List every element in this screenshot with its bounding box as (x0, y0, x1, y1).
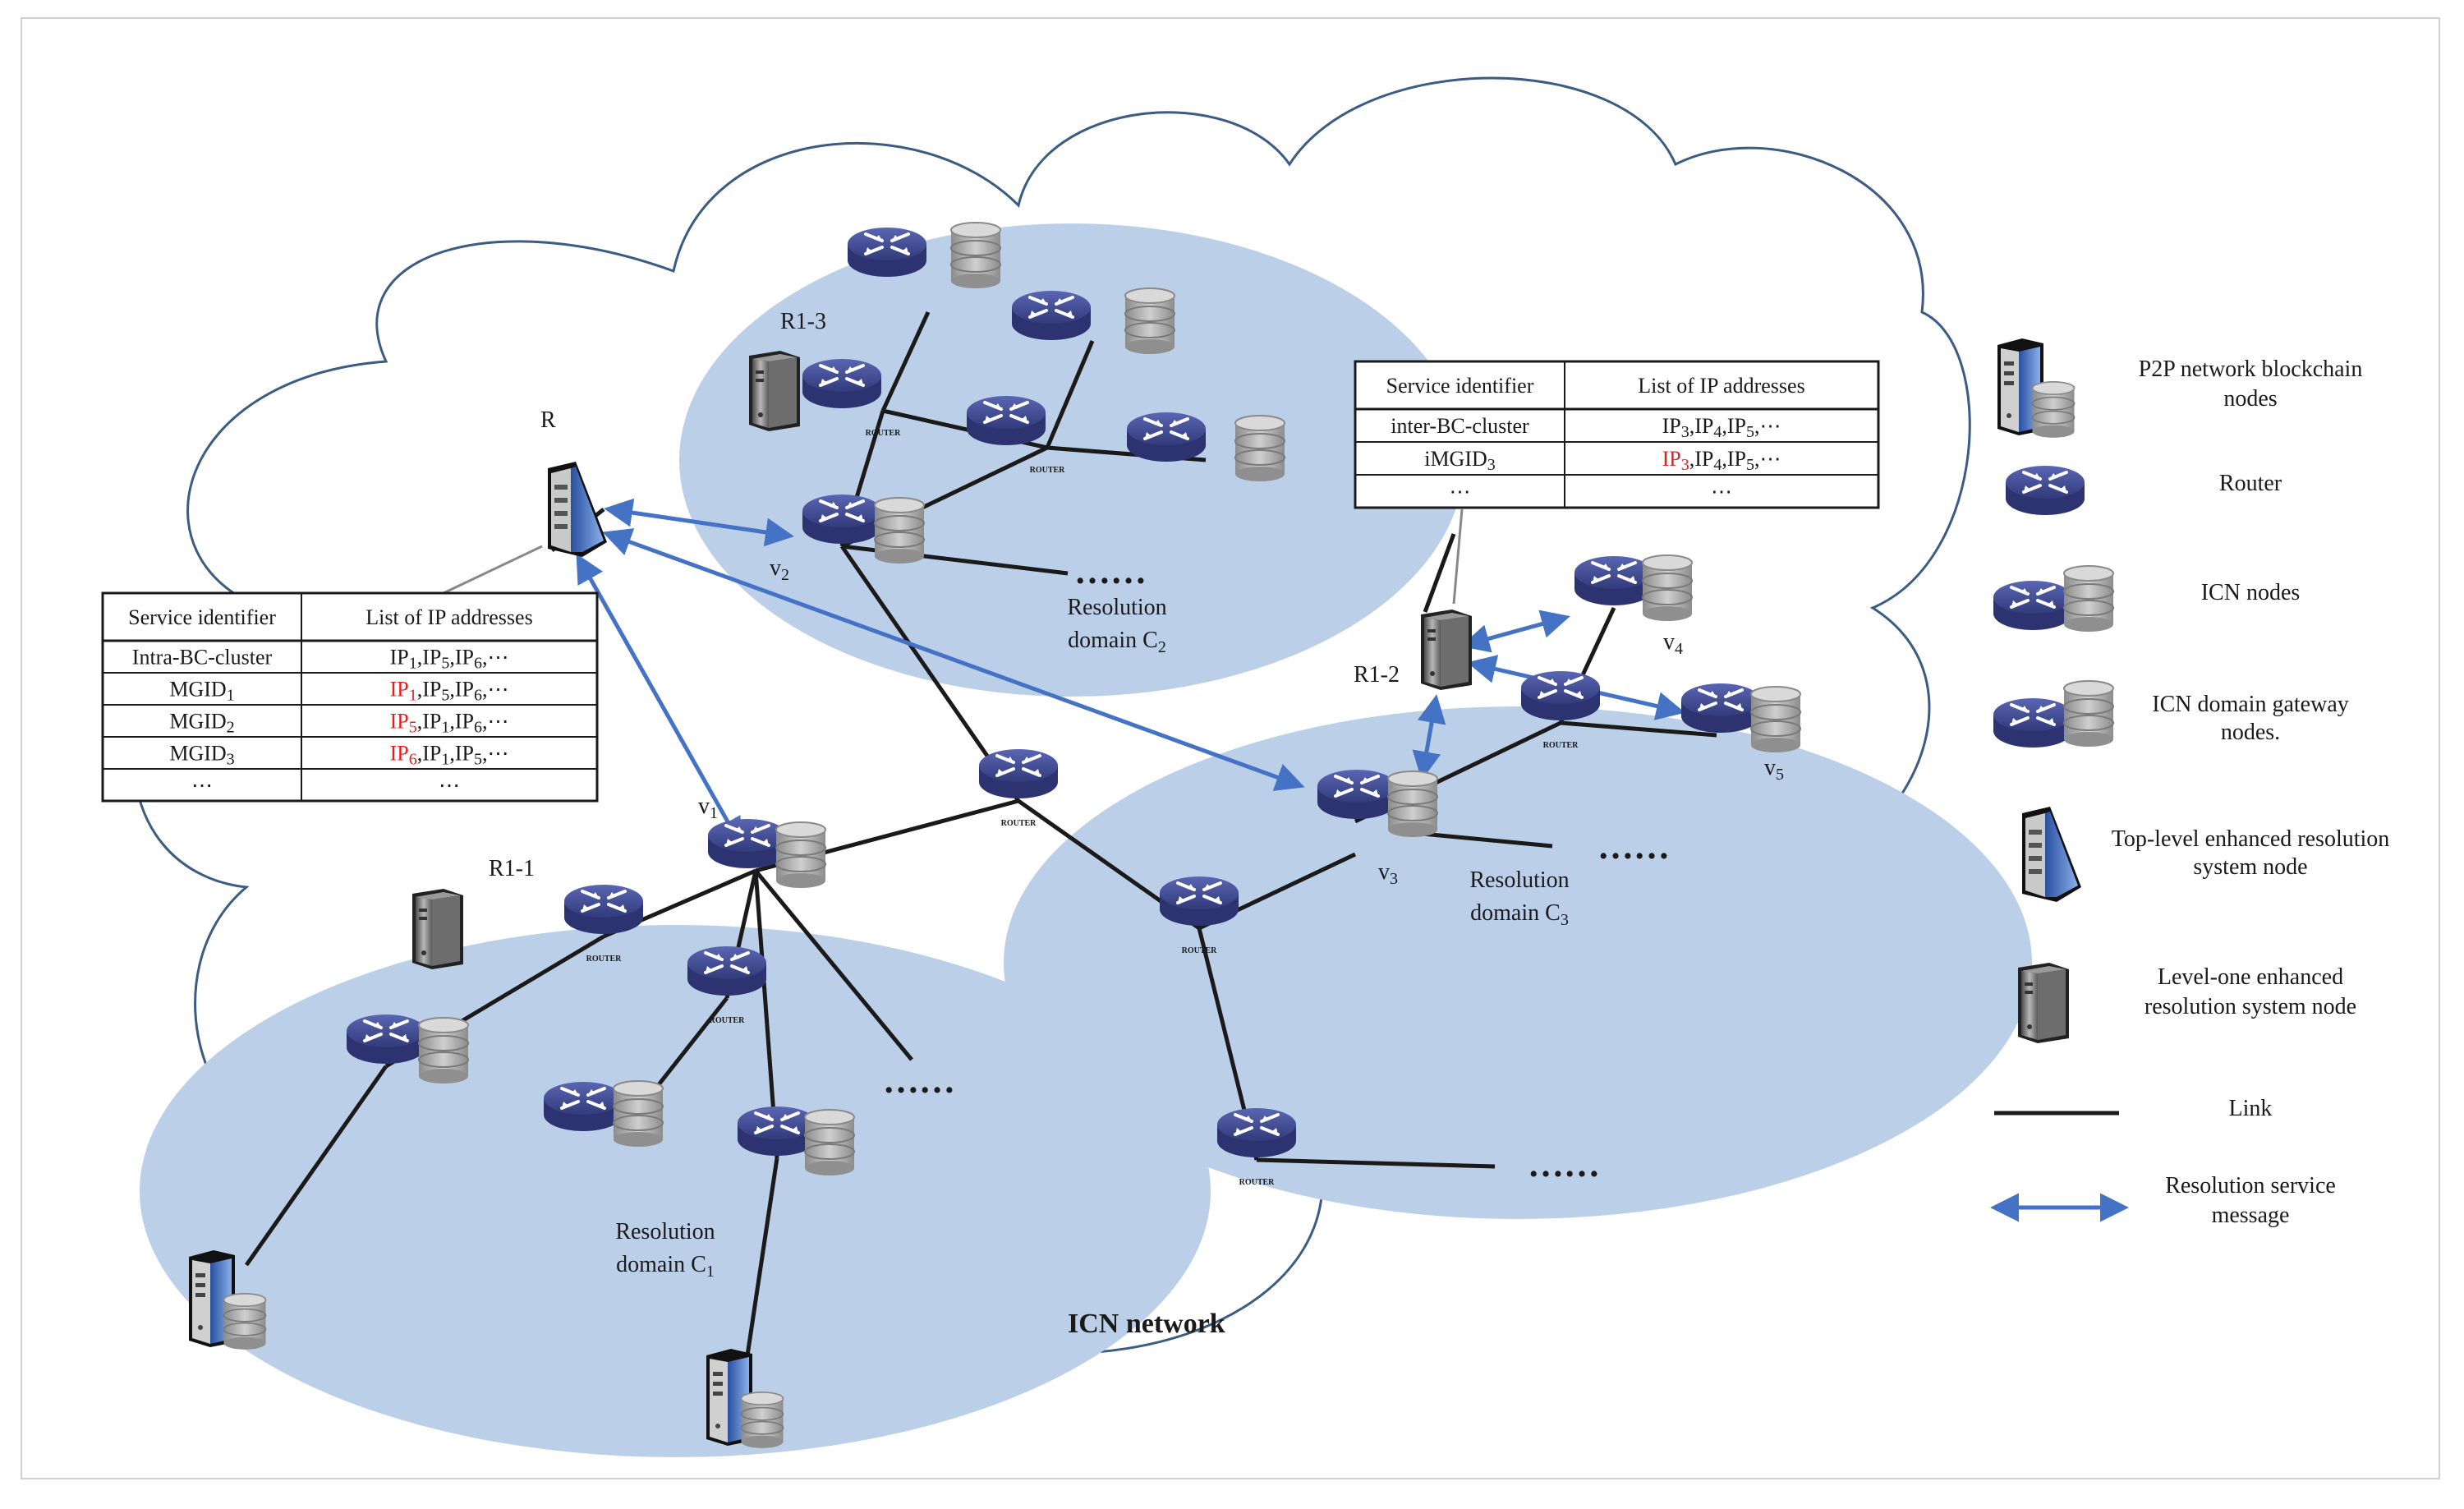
label-v5: v5 (1764, 755, 1784, 784)
table-cell-id: iMGID3 (1424, 447, 1496, 474)
table-cell-id: ⋯ (1450, 480, 1471, 504)
domain-c3-label-line1: Resolution (1469, 867, 1569, 893)
table-right-connector (1452, 508, 1464, 605)
domain-c3-label-line2: domain C3 (1470, 900, 1569, 929)
table-cell-id: Intra-BC-cluster (132, 646, 273, 669)
table-header: List of IP addresses (365, 605, 532, 629)
ellipsis-core: …… (1528, 1144, 1600, 1185)
legend-toplevel-icon (2022, 807, 2081, 902)
router-c1-a-icon (563, 883, 645, 936)
router-tags: ROUTER ROUTER ROUTER ROUTER ROUTER ROUTE… (586, 429, 1579, 1187)
router-tag: ROUTER (1001, 819, 1037, 828)
table-header: Service identifier (128, 605, 276, 629)
ellipsis-c2: …… (1074, 551, 1147, 591)
ellipsis-c1: …… (883, 1060, 955, 1101)
legend-label-toplevel: Top-level enhanced resolution (2112, 826, 2390, 852)
label-v4: v4 (1663, 629, 1683, 658)
router-core-c-icon (1216, 1106, 1298, 1159)
table-header: Service identifier (1386, 374, 1534, 398)
table-cell-id: MGID2 (169, 710, 234, 737)
domain-c1-label-line1: Resolution (615, 1219, 715, 1244)
table-cell-id: MGID1 (169, 678, 234, 705)
figure-frame (21, 17, 2440, 1479)
resolution-messages (576, 498, 1685, 848)
table-frame (1354, 360, 1880, 509)
domain-c3 (1004, 706, 2032, 1219)
table-cell-ips: IP1,IP5,IP6,⋯ (390, 678, 509, 705)
label-v3: v3 (1378, 859, 1398, 888)
label-r1-1: R1-1 (489, 856, 535, 881)
domain-c2-label-line1: Resolution (1067, 595, 1166, 620)
table-left-connector (443, 545, 543, 595)
router-c2-a-icon (801, 357, 883, 410)
level-one-server-r1-2-icon (1421, 610, 1472, 690)
router-tag: ROUTER (1239, 1178, 1276, 1187)
table-cell-ips: IP1,IP5,IP6,⋯ (390, 646, 509, 673)
table-header: List of IP addresses (1638, 374, 1804, 398)
ellipses: …… …… …… …… (883, 551, 1670, 1185)
legend-label-levelone-2: resolution system node (2145, 994, 2356, 1019)
domain-c1-label-line2: domain C1 (616, 1252, 715, 1281)
router-tag: ROUTER (710, 1016, 746, 1025)
table-cell-ips: IP5,IP1,IP6,⋯ (390, 710, 509, 737)
router-c3-icon (1519, 669, 1602, 722)
legend-router-icon (2004, 464, 2086, 517)
level-one-server-r1-3-icon (749, 351, 800, 431)
router-c2-b-icon (965, 394, 1047, 447)
router-tag: ROUTER (1543, 741, 1579, 750)
table-cell-ips: IP3,IP4,IP5,⋯ (1662, 414, 1781, 441)
table-right: Service identifier List of IP addresses in… (1354, 360, 1880, 509)
legend-label-blockchain: P2P network blockchain (2139, 357, 2363, 382)
legend-label-message: Resolution service (2165, 1173, 2336, 1198)
table-cell-ips: IP6,IP1,IP5,⋯ (390, 742, 509, 769)
table-cell-ips: ⋯ (1711, 480, 1732, 504)
table-cell-ips: IP3,IP4,IP5,⋯ (1662, 447, 1781, 474)
legend-label-message-2: message (2212, 1203, 2290, 1228)
router-tag: ROUTER (1182, 946, 1218, 955)
label-v2: v2 (770, 555, 789, 584)
router-tag: ROUTER (866, 429, 902, 438)
legend-label-router: Router (2219, 471, 2282, 496)
label-r1-2: R1-2 (1354, 662, 1400, 688)
legend-label-gateway: ICN domain gateway (2152, 692, 2349, 717)
router-tag: ROUTER (586, 955, 623, 964)
legend-label-blockchain-2: nodes (2223, 386, 2277, 412)
table-left: Service identifier List of IP addressesIn… (101, 591, 599, 803)
legend-label-toplevel-2: system node (2193, 854, 2307, 880)
domain-c2-label-line2: domain C2 (1068, 628, 1166, 656)
legend-blockchain-icon (1997, 338, 2076, 439)
table-cell-id: ⋯ (191, 774, 213, 798)
legend-gateway-icon (1992, 680, 2114, 749)
legend-icn-icon (1992, 565, 2114, 633)
label-r: R (540, 407, 556, 433)
table-frame (101, 591, 599, 803)
legend (1990, 338, 2129, 1222)
legend-label-gateway-2: nodes. (2221, 720, 2280, 745)
router-c1-b-icon (686, 945, 768, 997)
table-cell-ips: ⋯ (439, 774, 460, 798)
level-one-server-r1-1-icon (412, 889, 463, 969)
table-cell-id: MGID3 (169, 742, 234, 769)
label-v1: v1 (698, 794, 718, 822)
label-r1-3: R1-3 (780, 309, 826, 334)
legend-label-levelone: Level-one enhanced (2158, 964, 2343, 990)
table-cell-id: inter-BC-cluster (1391, 414, 1529, 438)
ellipsis-c3: …… (1597, 826, 1670, 867)
legend-label-icn: ICN nodes (2201, 580, 2301, 605)
router-core-a-icon (977, 748, 1060, 800)
legend-levelone-icon (2018, 963, 2069, 1043)
router-tag: ROUTER (1030, 466, 1066, 475)
router-core-b-icon (1158, 875, 1240, 927)
legend-label-link: Link (2229, 1096, 2273, 1121)
icn-network-title: ICN network (1068, 1309, 1225, 1339)
